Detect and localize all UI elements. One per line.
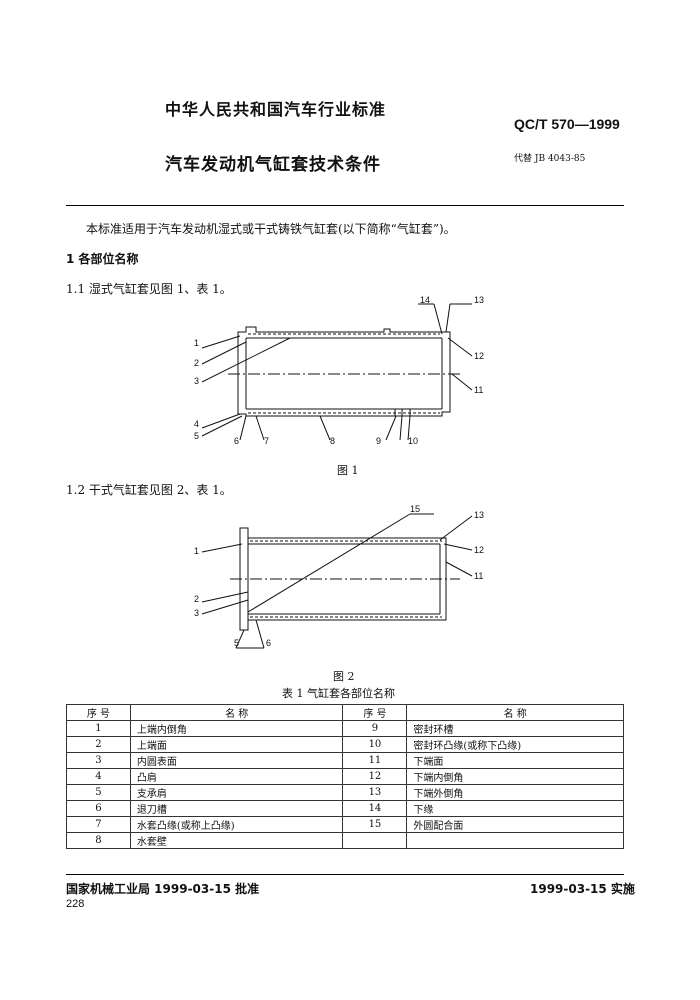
footer-rule [66, 874, 624, 875]
parts-table: 序 号 名 称 序 号 名 称 1 上端内倒角 9 密封环槽 2 上端面 10 … [66, 704, 624, 849]
fig2-label-13: 13 [474, 510, 484, 520]
row-name: 下端内倒角 [406, 768, 624, 785]
table-row: 7 水套凸缘(或称上凸缘) 15 外圆配合面 [66, 816, 624, 833]
table-1-caption: 表 1 气缸套各部位名称 [282, 687, 395, 700]
row-no: 1 [66, 720, 131, 737]
fig2-label-12: 12 [474, 545, 484, 555]
fig2-label-11: 11 [474, 571, 483, 581]
table-row: 3 内圆表面 11 下端面 [66, 752, 624, 769]
fig2-label-2: 2 [194, 594, 199, 604]
fig1-label-5: 5 [194, 431, 199, 441]
table-row: 1 上端内倒角 9 密封环槽 [66, 720, 624, 737]
subsection-1-1: 1.1 湿式气缸套见图 1、表 1。 [66, 282, 232, 296]
table-header-row: 序 号 名 称 序 号 名 称 [66, 704, 624, 721]
fig1-label-12: 12 [474, 351, 484, 361]
fig2-label-6: 6 [266, 638, 271, 648]
figure-1-diagram: 1 2 3 4 5 6 7 8 9 10 11 12 13 14 [194, 295, 484, 446]
table-row: 8 水套壁 [66, 832, 624, 849]
scope-paragraph: 本标准适用于汽车发动机湿式或干式铸铁气缸套(以下简称“气缸套”)。 [86, 222, 456, 236]
fig1-label-1: 1 [194, 338, 199, 348]
fig1-label-8: 8 [330, 436, 335, 446]
fig1-label-13: 13 [474, 295, 484, 305]
fig1-label-14: 14 [420, 295, 430, 305]
row-no: 10 [342, 736, 408, 753]
row-name: 下缘 [406, 800, 624, 817]
fig1-label-3: 3 [194, 376, 199, 386]
table-row: 5 支承肩 13 下端外倒角 [66, 784, 624, 801]
fig1-label-4: 4 [194, 419, 199, 429]
table-row: 2 上端面 10 密封环凸缘(或称下凸缘) [66, 736, 624, 753]
fig1-label-7: 7 [264, 436, 269, 446]
table-row: 6 退刀槽 14 下缘 [66, 800, 624, 817]
row-name: 密封环槽 [406, 720, 624, 737]
issuing-org: 中华人民共和国汽车行业标准 [165, 100, 387, 119]
row-no: 11 [342, 752, 408, 769]
figure-2-caption: 图 2 [333, 670, 355, 683]
header-name-left: 名 称 [129, 704, 344, 721]
figure-1-caption: 图 1 [337, 464, 359, 477]
row-no: 8 [66, 832, 131, 849]
row-name: 下端面 [406, 752, 624, 769]
standard-code: QC/T 570—1999 [514, 116, 620, 132]
row-no: 6 [66, 800, 131, 817]
row-name: 密封环凸缘(或称下凸缘) [406, 736, 624, 753]
fig2-label-1: 1 [194, 546, 199, 556]
header-no-left: 序 号 [66, 704, 131, 721]
row-no: 4 [66, 768, 131, 785]
row-name: 下端外倒角 [406, 784, 624, 801]
effective-date: 1999-03-15 实施 [530, 882, 635, 896]
row-name: 支承肩 [129, 784, 344, 801]
fig2-label-15: 15 [410, 504, 420, 514]
fig2-label-3: 3 [194, 608, 199, 618]
row-no: 9 [342, 720, 408, 737]
fig1-label-9: 9 [376, 436, 381, 446]
row-name [406, 832, 624, 849]
row-name: 水套壁 [129, 832, 344, 849]
row-no: 13 [342, 784, 408, 801]
fig1-label-10: 10 [408, 436, 418, 446]
figure-2-diagram: 1 2 3 5 6 11 12 13 15 [194, 504, 484, 649]
header-name-right: 名 称 [406, 704, 624, 721]
row-name: 上端内倒角 [129, 720, 344, 737]
standard-title: 汽车发动机气缸套技术条件 [165, 155, 381, 175]
row-no: 7 [66, 816, 131, 833]
row-name: 水套凸缘(或称上凸缘) [129, 816, 344, 833]
fig2-label-5: 5 [234, 638, 239, 648]
fig1-label-6: 6 [234, 436, 239, 446]
row-name: 凸肩 [129, 768, 344, 785]
subsection-1-2: 1.2 干式气缸套见图 2、表 1。 [66, 483, 232, 497]
row-no [342, 832, 408, 849]
fig1-label-2: 2 [194, 358, 199, 368]
page-number: 228 [66, 898, 85, 910]
row-no: 15 [342, 816, 408, 833]
row-no: 3 [66, 752, 131, 769]
header-no-right: 序 号 [342, 704, 408, 721]
row-name: 内圆表面 [129, 752, 344, 769]
row-no: 14 [342, 800, 408, 817]
replaces-note: 代替 JB 4043-85 [514, 154, 586, 164]
row-no: 2 [66, 736, 131, 753]
row-no: 12 [342, 768, 408, 785]
row-name: 退刀槽 [129, 800, 344, 817]
fig1-label-11: 11 [474, 385, 483, 395]
header-rule [66, 205, 624, 206]
approval-line: 国家机械工业局 1999-03-15 批准 [66, 882, 260, 896]
row-name: 外圆配合面 [406, 816, 624, 833]
row-name: 上端面 [129, 736, 344, 753]
row-no: 5 [66, 784, 131, 801]
section-heading-1: 1 各部位名称 [66, 252, 139, 266]
table-row: 4 凸肩 12 下端内倒角 [66, 768, 624, 785]
